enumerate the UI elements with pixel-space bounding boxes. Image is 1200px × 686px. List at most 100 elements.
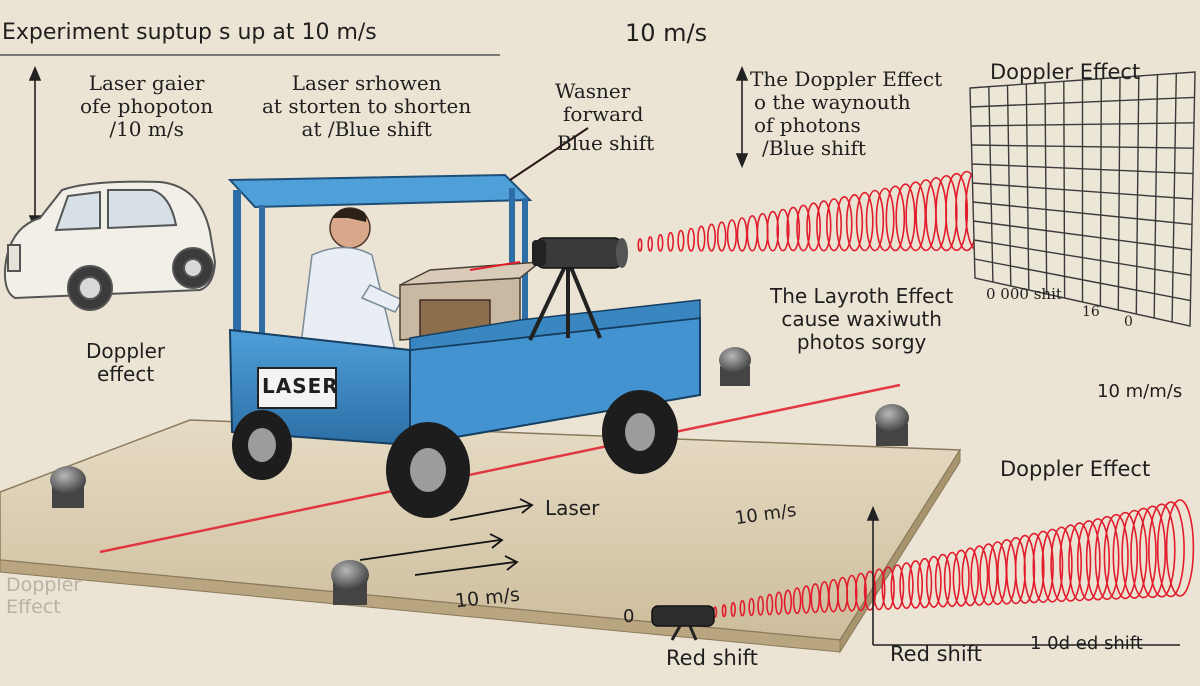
- coil-loop: [1014, 534, 1036, 604]
- coil-loop: [1148, 503, 1176, 598]
- coil-loop: [1076, 520, 1101, 601]
- coil-loop: [677, 229, 685, 252]
- coil-loop: [730, 601, 736, 617]
- grid-line: [972, 182, 1193, 200]
- cart-sign: LASER: [262, 374, 339, 398]
- red-shift-label-3: 1 0d ed shift: [1030, 633, 1143, 654]
- coil-loop: [721, 604, 727, 618]
- coil-loop: [881, 566, 895, 611]
- coil-loop: [934, 553, 952, 608]
- coil-loop: [895, 183, 916, 252]
- coil-loop: [706, 223, 716, 252]
- coil-loop: [792, 587, 802, 615]
- coil-loop: [774, 591, 783, 615]
- coil-loop: [1068, 522, 1092, 602]
- coil-loop: [1085, 518, 1110, 601]
- grid-readout-b: 16: [1082, 304, 1100, 320]
- coil-loop: [1023, 532, 1045, 604]
- coil-loop: [1041, 528, 1064, 603]
- coil-loop: [875, 187, 895, 252]
- coil-loop: [908, 560, 923, 609]
- coil-loop: [786, 206, 801, 252]
- speed-right: 10 m/m/s: [1097, 381, 1183, 402]
- coil-loop: [739, 599, 746, 617]
- laser-coil-lower: [712, 499, 1195, 618]
- coil-loop: [776, 208, 790, 252]
- coil-loop: [726, 219, 738, 252]
- coil-loop: [1103, 513, 1129, 600]
- red-shift-label-1: Red shift: [666, 646, 758, 670]
- coil-loop: [905, 181, 927, 252]
- coil-loop: [801, 585, 811, 614]
- coil-loop: [943, 551, 961, 608]
- grid-line: [973, 239, 1192, 276]
- coil-loop: [810, 583, 821, 614]
- grid-line: [971, 163, 1194, 175]
- coil-loop: [1139, 505, 1167, 599]
- coil-loop: [1059, 524, 1083, 602]
- coil-loop: [806, 202, 821, 252]
- coil-loop: [748, 597, 755, 617]
- grid-line: [974, 258, 1191, 302]
- coil-loop: [657, 233, 664, 252]
- setup-header: Experiment suptup s up at 10 m/s: [2, 20, 377, 45]
- coil-loop: [637, 238, 643, 252]
- platform: [0, 419, 962, 654]
- coil-loop: [885, 185, 906, 252]
- coil-loop: [1032, 530, 1054, 603]
- coil-loop: [854, 572, 867, 612]
- coil-loop: [863, 570, 877, 611]
- platform-knobs: [50, 347, 909, 605]
- coil-loop: [756, 212, 769, 252]
- coil-loop: [925, 555, 942, 608]
- vertical-arrow-mid: [735, 65, 749, 169]
- coil-loop: [1050, 526, 1073, 603]
- coil-loop: [961, 547, 980, 607]
- coil-loop: [917, 557, 933, 609]
- wasner-pointer: [509, 127, 589, 181]
- coil-loop: [766, 593, 774, 616]
- grid-line: [970, 96, 1195, 108]
- grid-line: [971, 144, 1194, 149]
- vertical-arrow-left: [28, 65, 42, 231]
- grid-line: [973, 220, 1192, 251]
- coil-loop: [1165, 499, 1195, 597]
- inner-laser: [469, 261, 521, 271]
- speed-header: 10 m/s: [625, 19, 708, 47]
- coil-loop: [845, 194, 864, 252]
- coil-loop: [846, 574, 858, 612]
- car: [3, 180, 217, 311]
- coil-loop: [952, 549, 970, 607]
- coil-loop: [1121, 509, 1148, 599]
- coil-loop: [855, 191, 874, 252]
- coil-loop: [796, 204, 811, 252]
- coil-loop: [667, 231, 674, 252]
- grid-line: [970, 122, 1195, 127]
- coil-loop: [970, 545, 989, 606]
- coil-loop: [1094, 515, 1120, 601]
- coil-loop: [736, 217, 748, 252]
- coil-loop: [766, 210, 780, 252]
- grid-readout-a: 0 000 shit: [986, 285, 1062, 303]
- detector-grid: [969, 71, 1196, 327]
- cart-wheels: [232, 390, 678, 518]
- coil-loop: [899, 562, 914, 610]
- zero-left: 0: [623, 606, 635, 627]
- coil-loop: [935, 175, 958, 252]
- coil-loop: [697, 225, 706, 252]
- red-shift-label-2: Red shift: [890, 642, 982, 666]
- laser-emitter: [528, 237, 628, 341]
- coil-loop: [1130, 507, 1157, 599]
- speed-arrows: [359, 498, 534, 576]
- coil-loop: [716, 221, 727, 252]
- grid-readout-c: 0: [1124, 314, 1133, 330]
- coil-loop: [945, 172, 969, 252]
- coil-loop: [835, 196, 853, 252]
